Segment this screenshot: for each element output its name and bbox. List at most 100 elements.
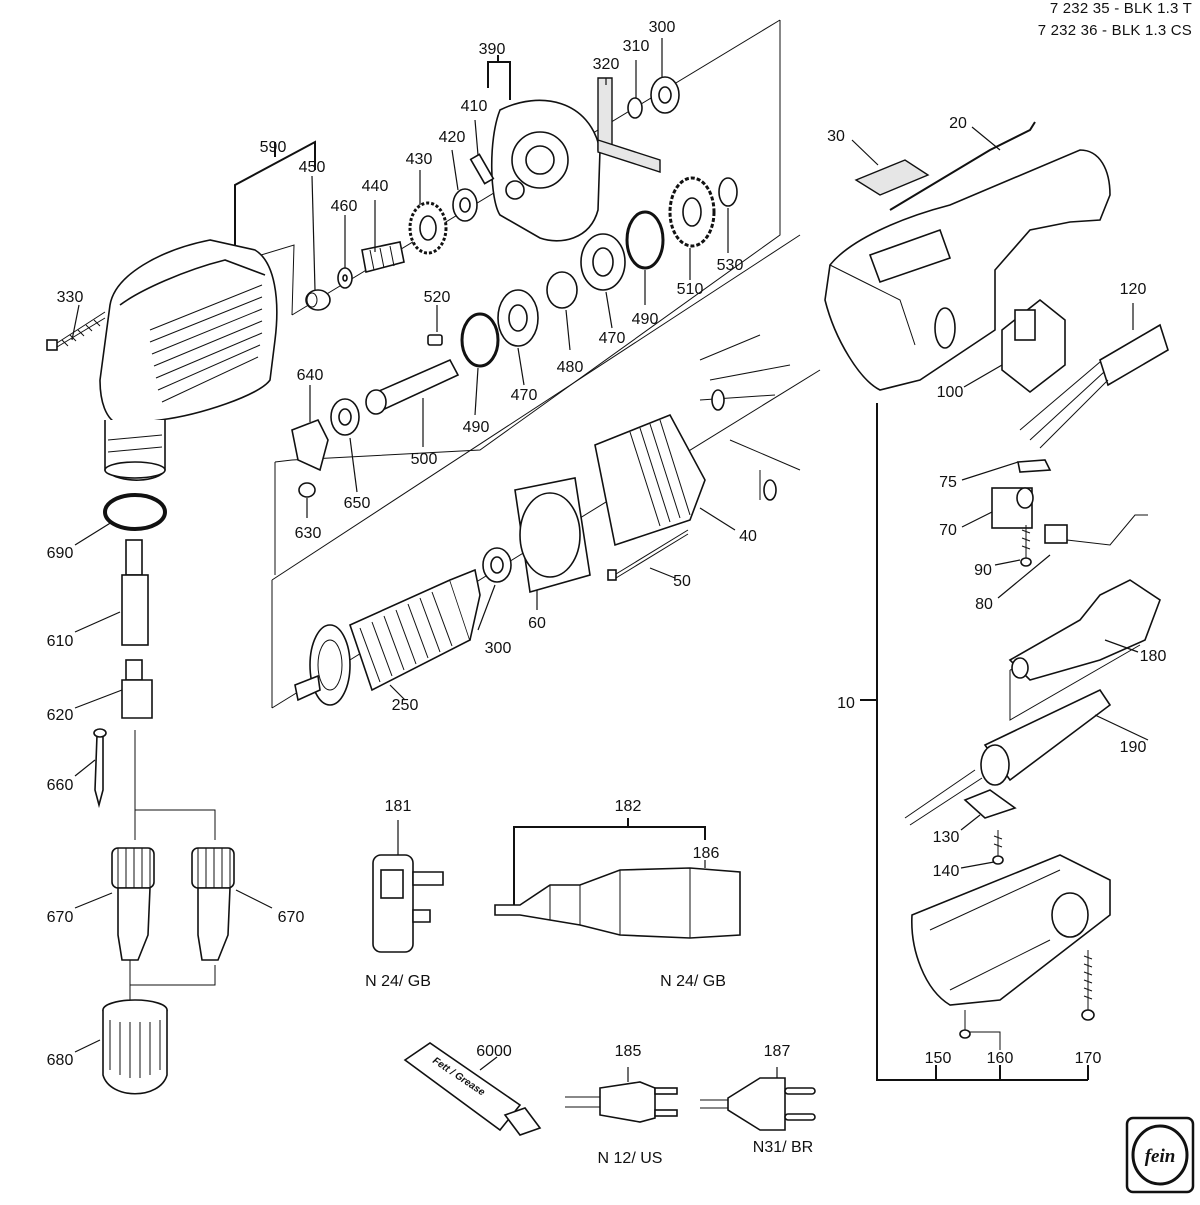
- die-nut-680: [102, 999, 168, 1095]
- label-670-right: 670: [278, 909, 305, 926]
- label-490-top: 490: [632, 311, 659, 328]
- label-490-bottom: 490: [463, 419, 490, 436]
- bracket-590: [234, 140, 316, 248]
- needle-bearing-650: [330, 398, 360, 436]
- label-100: 100: [937, 384, 964, 401]
- label-680: 680: [47, 1052, 74, 1069]
- switch-rod-20: [889, 121, 1036, 211]
- label-170: 170: [1075, 1050, 1102, 1067]
- screw-90: [1020, 525, 1032, 567]
- washer-310: [627, 97, 643, 119]
- bearing-470-bottom: [497, 289, 539, 347]
- armature-250: [294, 568, 481, 706]
- note-plug-br: N31/ BR: [753, 1139, 813, 1156]
- label-187: 187: [764, 1043, 791, 1060]
- label-120: 120: [1120, 281, 1147, 298]
- handle-190: [980, 688, 1112, 786]
- cam-640: [291, 418, 329, 472]
- label-520: 520: [424, 289, 451, 306]
- label-130: 130: [933, 829, 960, 846]
- bearing-300-motor: [482, 547, 512, 583]
- carbon-brush-80: [1044, 514, 1148, 546]
- screw-170: [1081, 950, 1095, 1021]
- fein-logo: fein: [1125, 1116, 1195, 1194]
- cable-sleeve-180: [1008, 579, 1161, 681]
- label-250: 250: [392, 697, 419, 714]
- brush-holder-bracket-75: [1017, 459, 1052, 473]
- circlip-490-top: [625, 210, 665, 270]
- key-520: [427, 334, 443, 346]
- washer-460: [337, 267, 353, 289]
- model-number-line-2: 7 232 36 - BLK 1.3 CS: [1037, 22, 1192, 39]
- capacitor-120: [1019, 323, 1169, 449]
- label-30: 30: [827, 128, 845, 145]
- die-670-right: [191, 847, 235, 961]
- label-180: 180: [1140, 648, 1167, 665]
- bracket-390: [487, 55, 511, 100]
- label-300-motor: 300: [485, 640, 512, 657]
- screw-140: [992, 830, 1004, 865]
- bearing-300-top: [650, 76, 680, 114]
- bracket-10: [860, 403, 1089, 1081]
- label-6000: 6000: [476, 1043, 512, 1060]
- note-plug-us: N 12/ US: [598, 1150, 663, 1167]
- pinion-440: [361, 241, 405, 273]
- switch-button-30: [854, 159, 930, 196]
- label-470-top: 470: [599, 330, 626, 347]
- label-430: 430: [406, 151, 433, 168]
- label-320: 320: [593, 56, 620, 73]
- bracket-670: [129, 730, 216, 1000]
- label-390: 390: [479, 41, 506, 58]
- plug-187-br: [700, 1077, 816, 1131]
- label-500: 500: [411, 451, 438, 468]
- label-10: 10: [837, 695, 855, 712]
- bearing-470-top: [580, 233, 626, 291]
- note-plug-gb: N 24/ GB: [365, 973, 431, 990]
- screw-50: [607, 529, 689, 581]
- label-420: 420: [439, 129, 466, 146]
- circlip-490-bottom: [460, 312, 500, 368]
- label-140: 140: [933, 863, 960, 880]
- label-330: 330: [57, 289, 84, 306]
- roller-630: [298, 482, 316, 498]
- gear-510: [668, 176, 716, 248]
- punch-610: [121, 539, 149, 646]
- label-610: 610: [47, 633, 74, 650]
- label-160: 160: [987, 1050, 1014, 1067]
- label-50: 50: [673, 573, 691, 590]
- bracket-160: [970, 1031, 1001, 1050]
- leader-lines: [71, 38, 1149, 1082]
- label-660: 660: [47, 777, 74, 794]
- cable-186-gb: [494, 867, 741, 939]
- gearhead-housing: [99, 239, 278, 481]
- label-510: 510: [677, 281, 704, 298]
- label-80: 80: [975, 596, 993, 613]
- pin-410: [469, 153, 495, 185]
- brush-holder-70: [991, 487, 1034, 529]
- fein-logo-text: fein: [1145, 1146, 1176, 1167]
- variant-notes: N 24/ GB N 24/ GB N 12/ US N31/ BR: [365, 973, 813, 1167]
- model-number-line-1: 7 232 35 - BLK 1.3 T: [1049, 0, 1192, 17]
- bush-480: [546, 271, 578, 309]
- die-670-left: [111, 847, 155, 961]
- label-480: 480: [557, 359, 584, 376]
- screw-160: [959, 1010, 971, 1039]
- motor-housing: [824, 149, 1111, 391]
- bearing-cover-390: [490, 99, 601, 242]
- gear-430: [408, 201, 448, 255]
- label-640: 640: [297, 367, 324, 384]
- label-590: 590: [260, 139, 287, 156]
- part-labels: 590 450 460 440 430 420 410 390 320 310 …: [47, 19, 1167, 1069]
- bearing-420: [452, 188, 478, 222]
- grease-tube-6000: Fett / Grease: [403, 1042, 542, 1136]
- label-690: 690: [47, 545, 74, 562]
- label-150: 150: [925, 1050, 952, 1067]
- seal-320: [597, 77, 661, 173]
- label-182: 182: [615, 798, 642, 815]
- strain-relief-130: [904, 769, 1017, 826]
- o-ring-690: [103, 493, 167, 531]
- bush-450: [305, 289, 331, 311]
- label-460: 460: [331, 198, 358, 215]
- label-650: 650: [344, 495, 371, 512]
